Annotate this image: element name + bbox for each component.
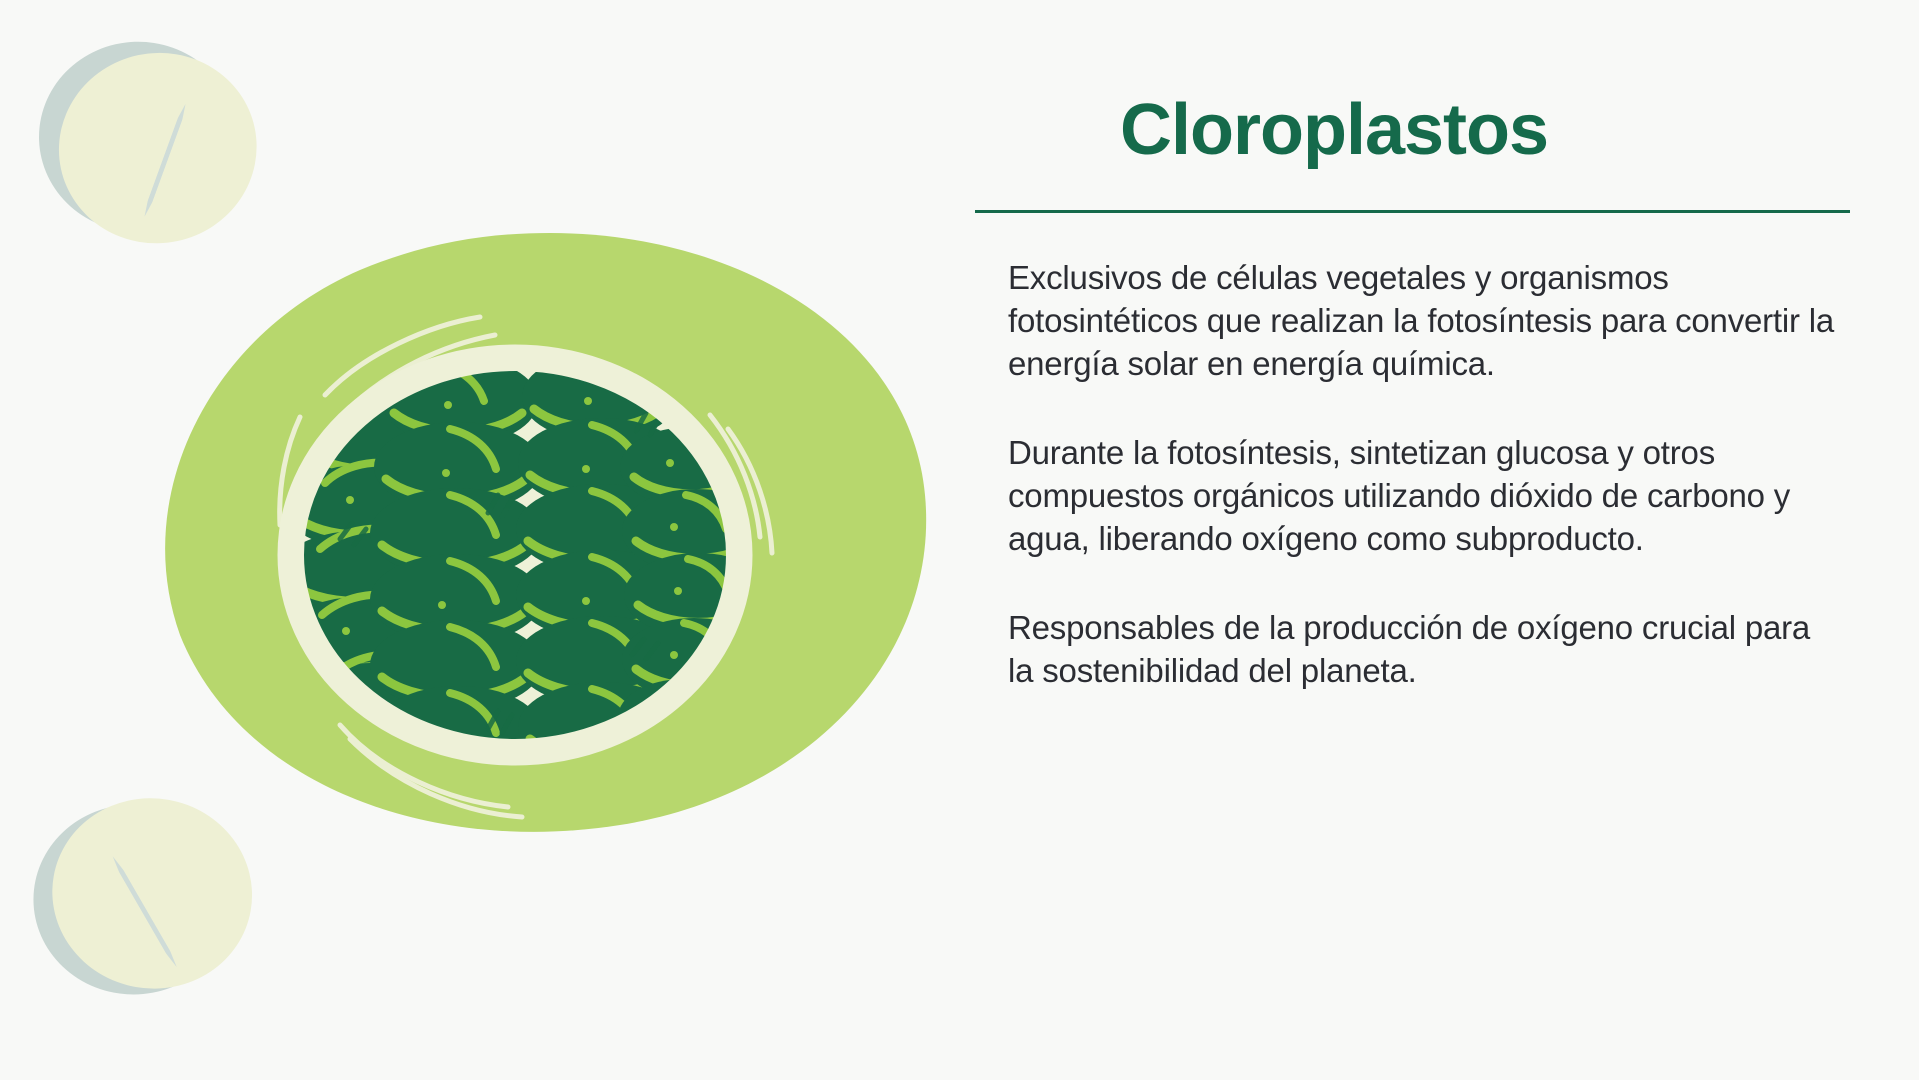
body-paragraph-2: Durante la fotosíntesis, sintetizan gluc…: [1008, 433, 1791, 557]
disc-slash-icon: [142, 103, 188, 217]
thylakoid-disc: [370, 488, 542, 578]
body-paragraphs: Exclusivos de células vegetales y organi…: [1008, 257, 1838, 692]
pale-disc-top-left: [35, 34, 275, 262]
granum-column-2: [370, 360, 542, 750]
body-paragraph-3: Responsables de la producción de oxígeno…: [1008, 608, 1811, 689]
body-paragraph-1: Exclusivos de células vegetales y organi…: [1008, 259, 1835, 383]
chloroplast-illustration: [150, 225, 950, 865]
content-column: Cloroplastos Exclusivos de células veget…: [975, 92, 1855, 692]
disc-shadow: [35, 38, 241, 236]
chloroplast-membrane-outline: [277, 344, 753, 766]
disc-slash-icon: [111, 855, 179, 968]
stroma-detail-marks: [337, 410, 663, 736]
page-title: Cloroplastos: [1120, 90, 1549, 170]
title-divider: [975, 210, 1850, 214]
thylakoid-disc: [370, 620, 542, 710]
membrane-sketch-strokes: [277, 314, 775, 820]
